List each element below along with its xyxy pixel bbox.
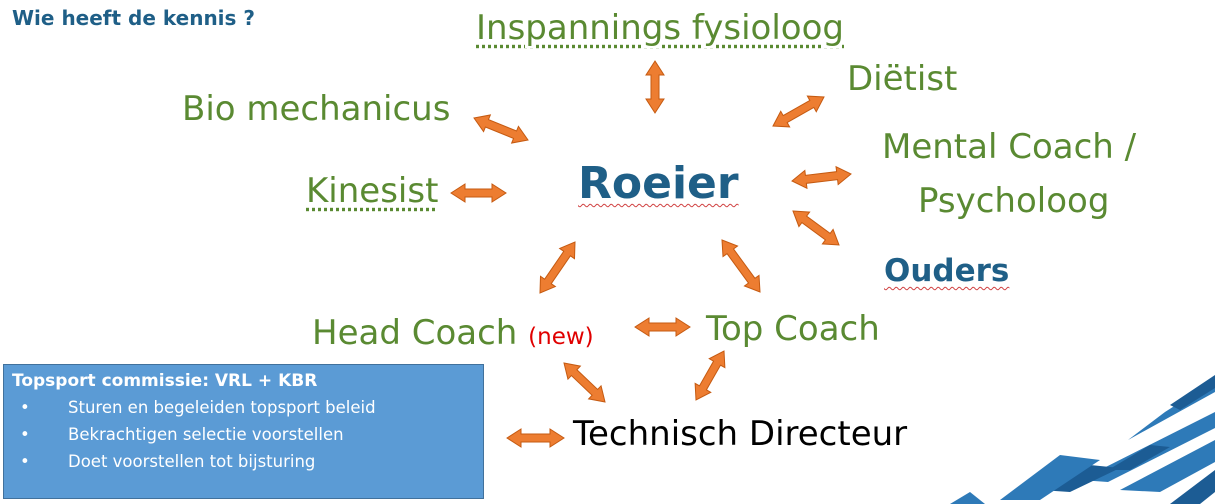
new-tag: (new) xyxy=(528,324,594,350)
arrow-roeier-dietist xyxy=(772,95,825,128)
arrow-roeier-headcoach xyxy=(539,241,576,294)
node-head-coach-label: Head Coach xyxy=(312,313,518,353)
node-inspannings-label: Inspannings fysioloog xyxy=(476,8,844,48)
node-kinesist-label: Kinesist xyxy=(306,171,439,211)
arrow-roeier-bio xyxy=(473,114,529,144)
commission-list: Sturen en begeleiden topsport beleid Bek… xyxy=(12,394,475,475)
node-psycholoog-line2: Psycholoog xyxy=(918,181,1110,221)
node-bio-mechanicus: Bio mechanicus xyxy=(182,89,450,129)
arrow-headcoach-topcoach xyxy=(634,317,691,337)
node-dietist: Diëtist xyxy=(847,59,958,99)
node-ouders: Ouders xyxy=(884,253,1009,289)
arrow-commission-technisch xyxy=(506,428,565,448)
commission-title: Topsport commissie: VRL + KBR xyxy=(12,371,318,391)
commission-item: Sturen en begeleiden topsport beleid xyxy=(12,394,475,421)
arrows-group xyxy=(450,60,852,448)
logo-oars xyxy=(950,375,1215,504)
arrow-roeier-ouders xyxy=(792,210,840,246)
node-mental-coach-line1: Mental Coach / xyxy=(882,127,1137,167)
node-technisch-directeur: Technisch Directeur xyxy=(573,414,908,454)
commission-item: Doet voorstellen tot bijsturing xyxy=(12,448,475,475)
node-bio-label: Bio mechanicus xyxy=(182,89,451,129)
arrow-roeier-kinesist xyxy=(450,183,507,203)
arrow-roeier-topcoach xyxy=(721,239,761,293)
arrow-roeier-inspanning xyxy=(645,60,665,114)
center-node-roeier: Roeier xyxy=(578,158,739,209)
arrow-headcoach-technisch xyxy=(563,362,606,403)
node-top-coach: Top Coach xyxy=(706,309,880,349)
commission-box: Topsport commissie: VRL + KBR Sturen en … xyxy=(3,364,484,499)
center-label: Roeier xyxy=(578,158,739,209)
node-head-coach: Head Coach (new) xyxy=(312,313,594,353)
commission-item: Bekrachtigen selectie voorstellen xyxy=(12,421,475,448)
arrow-roeier-mental xyxy=(791,165,852,190)
arrow-topcoach-technisch xyxy=(694,350,726,401)
node-kinesist: Kinesist xyxy=(306,171,438,211)
node-ouders-label: Ouders xyxy=(884,253,1010,289)
node-inspannings-fysioloog: Inspannings fysioloog xyxy=(476,8,844,48)
slide-title: Wie heeft de kennis ? xyxy=(12,6,256,30)
